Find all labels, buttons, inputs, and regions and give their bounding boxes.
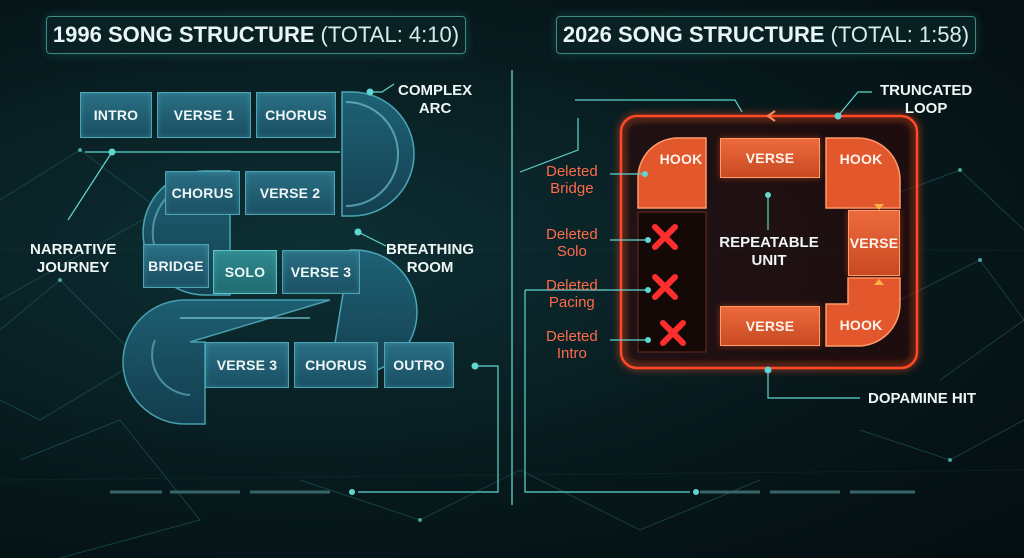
- deleted-solo-label: Deleted Solo: [546, 226, 598, 260]
- left-title-main: 1996 SONG STRUCTURE: [52, 22, 315, 47]
- block-chorus-3: CHORUS: [294, 342, 378, 388]
- block-verse-3-upper: VERSE 3: [282, 250, 360, 294]
- delete-x-icon: [660, 320, 686, 346]
- annotation-line: LOOP: [904, 100, 948, 117]
- annotation-line: BREATHING: [386, 241, 475, 258]
- deleted-line: Deleted: [546, 328, 598, 345]
- block-verse-top: VERSE: [720, 138, 820, 178]
- annotation-line: JOURNEY: [36, 259, 110, 276]
- deleted-line: Deleted: [546, 277, 598, 294]
- deleted-intro-label: Deleted Intro: [546, 328, 598, 362]
- annotation-line: NARRATIVE: [30, 241, 117, 258]
- left-callouts: [67, 83, 499, 493]
- block-chorus-2: CHORUS: [165, 171, 240, 215]
- deleted-line: Deleted: [546, 226, 598, 243]
- right-title: 2026 SONG STRUCTURE (TOTAL: 1:58): [556, 16, 976, 54]
- block-verse-bottom: VERSE: [720, 306, 820, 346]
- block-intro: INTRO: [80, 92, 152, 138]
- deleted-line: Intro: [556, 345, 587, 362]
- block-verse-1: VERSE 1: [157, 92, 251, 138]
- block-verse-right: VERSE: [848, 210, 900, 276]
- block-verse-2: VERSE 2: [245, 171, 335, 215]
- annotation-line: ARC: [418, 100, 452, 117]
- block-hook-bottom-right: HOOK: [839, 317, 883, 333]
- deleted-line: Deleted: [546, 163, 598, 180]
- deleted-line: Solo: [556, 243, 587, 260]
- deleted-bridge-label: Deleted Bridge: [546, 163, 598, 197]
- annotation-line: TRUNCATED: [880, 82, 973, 99]
- deleted-pacing-label: Deleted Pacing: [546, 277, 598, 311]
- left-title-total: (TOTAL: 4:10): [320, 22, 460, 47]
- label-line: REPEATABLE: [719, 234, 819, 251]
- deleted-line: Pacing: [548, 294, 595, 311]
- right-title-main: 2026 SONG STRUCTURE: [562, 22, 825, 47]
- block-hook-top-left: HOOK: [659, 151, 703, 167]
- delete-x-icon: [652, 224, 678, 250]
- right-title-total: (TOTAL: 1:58): [830, 22, 970, 47]
- label-line: UNIT: [751, 252, 787, 269]
- block-verse-3-lower: VERSE 3: [205, 342, 289, 388]
- annotation-breathing-room: BREATHING ROOM: [386, 241, 474, 277]
- block-bridge: BRIDGE: [143, 244, 209, 288]
- annotation-dopamine-hit: DOPAMINE HIT: [868, 390, 977, 407]
- deleted-line: Bridge: [550, 180, 594, 197]
- annotation-truncated-loop: TRUNCATED LOOP: [880, 82, 972, 118]
- delete-x-icon: [652, 274, 678, 300]
- left-title: 1996 SONG STRUCTURE (TOTAL: 4:10): [46, 16, 466, 54]
- annotation-line: COMPLEX: [398, 82, 473, 99]
- label-repeatable-unit: REPEATABLE UNIT: [714, 234, 824, 270]
- loop-corner-bends: [637, 137, 901, 353]
- block-solo: SOLO: [213, 250, 277, 294]
- annotation-line: ROOM: [406, 259, 454, 276]
- block-chorus-1: CHORUS: [256, 92, 336, 138]
- block-outro: OUTRO: [384, 342, 454, 388]
- annotation-narrative-journey: NARRATIVE JOURNEY: [30, 241, 116, 277]
- right-callouts: [519, 91, 872, 493]
- annotation-complex-arc: COMPLEX ARC: [398, 82, 472, 118]
- block-hook-top-right: HOOK: [839, 151, 883, 167]
